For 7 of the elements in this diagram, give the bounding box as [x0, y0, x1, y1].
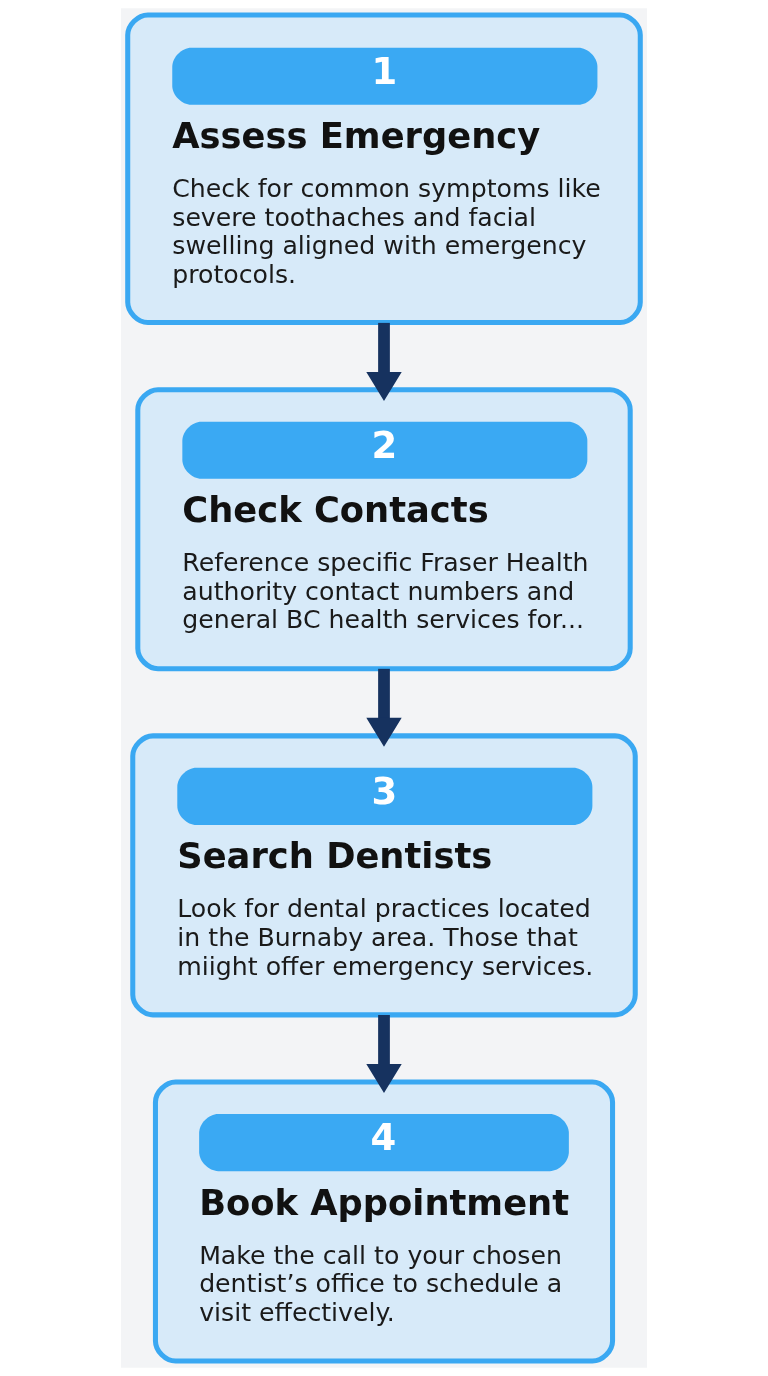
node-box: 3 Search Dentists Look for dental practices located in the Burnaby area. Those that miight offer emergency services. [130, 733, 638, 1018]
node-box: 2 Check Contacts Reference specific Fraser Health authority contact numbers and general BC health services for... [135, 387, 633, 672]
arrow [366, 1015, 402, 1093]
arrow [366, 668, 402, 747]
node-box: 4 Book Appointment Make the call to your chosen dentist’s office to schedule a visit effectively. [152, 1079, 616, 1364]
arrow [366, 322, 402, 401]
node-box: 1 Assess Emergency Check for common symptoms like severe toothaches and facial swelling aligned with emergency protocols. [125, 12, 643, 325]
